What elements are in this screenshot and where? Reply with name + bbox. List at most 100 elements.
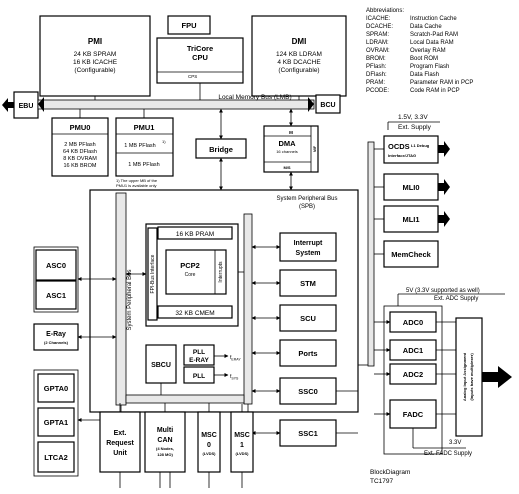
footnote-line2: PMU1 is available only	[116, 183, 156, 188]
pmi-icache: 16 KB ICACHE	[73, 59, 118, 66]
abbreviation-definition: Program Flash	[410, 64, 449, 70]
mli0-title: MLI0	[402, 183, 419, 192]
f-eray-label: fERAY	[230, 355, 241, 362]
sbcu-title: SBCU	[151, 362, 171, 369]
fpu-block: FPU	[167, 15, 211, 35]
msc0-block: MSC 0 (LVDS)	[197, 411, 221, 473]
ocds-jtag: Interface/JTAG	[388, 153, 416, 158]
ssc0-block: SSC0	[279, 377, 337, 405]
core-supply: 1.5V, 3.3V Ext. Supply	[387, 114, 440, 131]
pcp-pram: 16 KB PRAM	[176, 231, 214, 238]
pmi-spram: 24 KB SPRAM	[74, 51, 117, 58]
dma-master-slave-label: M/S	[283, 165, 290, 170]
interrupt-system-line2: System	[296, 250, 321, 257]
abbreviation-definition: Data Flash	[410, 72, 439, 78]
pmu0-title: PMU0	[70, 123, 91, 132]
spb-label-line1: System Peripheral Bus	[276, 196, 337, 202]
analog-input-assignment: Analog Input Assignment (Inputs have mul…	[455, 317, 483, 437]
dmi-dcache: 4 KB DCACHE	[277, 59, 321, 66]
pmu1-block: PMU1 1 MB PFlash 1) 1 MB PFlash	[115, 117, 174, 177]
pcp2-title: PCP2	[180, 261, 200, 270]
abbreviation-term: PFlash:	[366, 64, 387, 70]
abbreviation-definition: Overlay RAM	[410, 48, 446, 54]
pll-eray-line2: E-RAY	[189, 357, 209, 364]
abbreviation-term: PCODE:	[366, 88, 389, 94]
adc-supply-label: Ext. ADC Supply	[434, 296, 478, 302]
bcu-block: BCU	[315, 94, 341, 114]
pcp-fpi-interface: FPI-Bus Interface	[150, 254, 156, 293]
core-supply-voltage: 1.5V, 3.3V	[398, 114, 428, 121]
pmu0-ovram: 8 KB OVRAM	[63, 156, 97, 162]
abbreviation-definition: Boot ROM	[410, 56, 438, 62]
abbreviations-heading: Abbreviations:	[366, 8, 404, 14]
dma-channels: 16 channels	[276, 149, 298, 154]
msc1-block: MSC 1 (LVDS)	[230, 411, 254, 473]
diagram-caption: BlockDiagram TC1797	[370, 469, 410, 485]
abbreviation-term: LDRAM:	[366, 40, 389, 46]
asc0-title: ASC0	[46, 261, 66, 270]
pmu0-pflash: 2 MB PFlash	[64, 142, 95, 148]
abbreviations-legend: Abbreviations: ICACHE:Instruction CacheD…	[366, 8, 473, 94]
adc-supply: 5V (3.3V supported as well) Ext. ADC Sup…	[397, 288, 505, 306]
spb-vertical-label: System Peripheral Bus	[127, 269, 133, 330]
mli1-ext-arrow	[438, 211, 450, 227]
abbreviation-term: OVRAM:	[366, 48, 390, 54]
tricore-title: TriCore	[187, 44, 213, 53]
eray-block: E-Ray (2 Channels)	[33, 323, 79, 351]
abbreviation-term: PRAM:	[366, 80, 385, 86]
multican-block: Multi CAN (4 Nodes, 128 MO)	[144, 411, 186, 473]
ocds-block: OCDS L1 Debug Interface/JTAG	[383, 135, 439, 164]
analog-input-line2: (Inputs have multiplexer)	[469, 353, 474, 401]
analog-input-line1: Analog Input Assignment	[462, 352, 467, 401]
memcheck-block: MemCheck	[383, 240, 439, 268]
ssc1-title: SSC1	[298, 429, 318, 438]
caption-line1: BlockDiagram	[370, 469, 410, 476]
abbreviation-term: DFlash:	[366, 72, 387, 78]
bcu-title: BCU	[320, 102, 335, 109]
gpta-group: GPTA0 GPTA1 LTCA2	[33, 369, 79, 477]
core-supply-label: Ext. Supply	[398, 124, 432, 131]
analog-input-ext-arrow	[482, 366, 512, 388]
interrupt-system-block: Interrupt System	[279, 232, 337, 262]
dma-title: DMA	[278, 139, 296, 148]
pmu1-title: PMU1	[134, 123, 155, 132]
lmb-label: Local Memory Bus (LMB)	[218, 94, 291, 101]
memcheck-title: MemCheck	[391, 250, 431, 259]
eray-channels: (2 Channels)	[44, 340, 69, 345]
ports-block: Ports	[279, 339, 337, 367]
dmi-ldram: 124 KB LDRAM	[276, 51, 322, 58]
ocds-title: OCDS	[388, 142, 410, 151]
ssc0-title: SSC0	[298, 387, 318, 396]
dma-block: M DMA 16 channels M/S MIF	[263, 125, 319, 173]
ext-request-line1: Ext.	[114, 430, 127, 437]
ext-request-line3: Unit	[113, 450, 127, 457]
multican-line3: (4 Nodes,	[156, 446, 174, 451]
pcp-block: 16 KB PRAM FPI-Bus Interface PCP2 Core I…	[145, 223, 239, 327]
stm-block: STM	[279, 269, 337, 297]
f-sys-label: fSYS	[230, 374, 239, 381]
mli1-block: MLI1	[383, 205, 439, 233]
dmi-title: DMI	[292, 37, 307, 46]
ext-request-unit-block: Ext. Request Unit	[99, 411, 141, 473]
sbcu-block: SBCU	[145, 344, 177, 384]
dma-master-label: M	[289, 130, 293, 135]
asc0-block: ASC0	[35, 249, 77, 281]
adc2-title: ADC2	[403, 370, 423, 379]
stm-title: STM	[300, 279, 316, 288]
ocds-ext-arrow	[438, 141, 450, 157]
msc0-line3: (LVDS)	[202, 451, 216, 456]
pmu1-footnote-mark: 1)	[162, 139, 166, 144]
fadc-supply: 3.3V Ext. FADC Supply	[412, 428, 472, 457]
msc1-line2: 1	[240, 442, 244, 449]
fadc-supply-voltage: 3.3V	[449, 440, 461, 446]
ltca2-title: LTCA2	[44, 453, 68, 462]
abbreviation-term: BROM:	[366, 56, 386, 62]
adc-supply-voltage: 5V (3.3V supported as well)	[406, 288, 480, 294]
dmi-configurable: (Configurable)	[278, 67, 319, 74]
pmu0-brom: 16 KB BROM	[63, 163, 96, 169]
adc0-title: ADC0	[403, 318, 423, 327]
abbreviation-term: DCACHE:	[366, 24, 393, 30]
abbreviation-definition: Instruction Cache	[410, 16, 457, 22]
